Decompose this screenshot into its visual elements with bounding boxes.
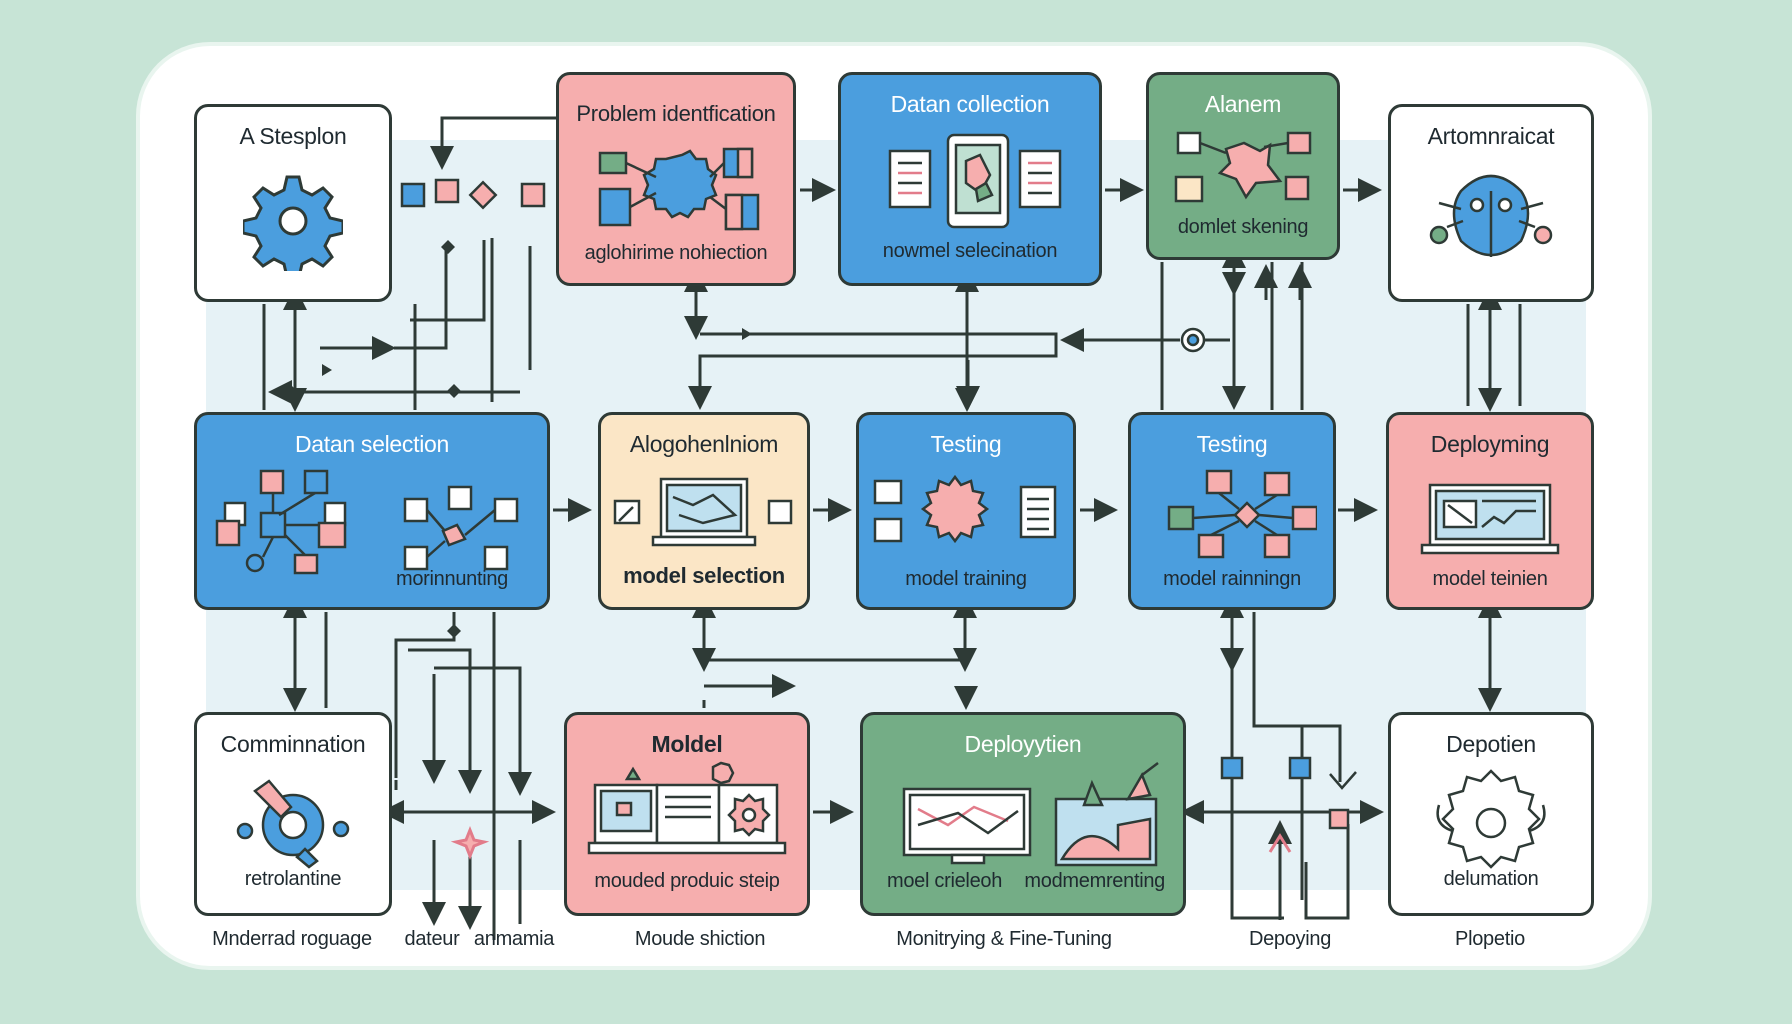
caption-5: Monitrying & Fine-Tuning [896,928,1112,950]
node-subtitle: model teinien [1432,568,1548,590]
monitor-chart-icon [863,759,1183,869]
network-icon [1149,125,1337,215]
marker-diamond-2 [285,386,299,400]
marker-square-blue-2 [1220,756,1244,780]
gear-document-icon [859,471,1073,561]
node-title: Deployytien [964,731,1082,757]
node-subtitle: morinnunting [395,568,509,590]
wire-rb-3 [1304,824,1350,920]
wire-bottom-6 [434,666,532,796]
wire-top-2 [394,246,448,350]
node-comminnation[interactable]: Comminnation retrolantine [194,712,392,916]
node-data-selection[interactable]: Datan selection [194,412,550,610]
node-subtitle-left: moel crieleoh [887,870,1003,892]
caption-1: Mnderrad roguage [212,928,372,950]
document-tablet-icon [841,131,1099,231]
wire-rb-1 [1230,666,1284,920]
caption-3: anmamia [473,928,555,950]
node-subtitle-right: modmemrenting [1024,870,1165,892]
workflow-icon [559,137,793,237]
robot-bug-icon [1391,161,1591,271]
node-subtitle: model training [905,568,1027,590]
node-data-collection[interactable]: Datan collection nowmel selecination [838,72,1102,286]
marker-diamond-3 [447,384,461,398]
node-title: Testing [1196,431,1268,457]
wire-bottom-5 [408,648,482,794]
marker-check [1329,771,1357,790]
node-testing-2[interactable]: Testing model rainningn [1128,412,1336,610]
node-title: Datan collection [890,91,1050,117]
marker-diamond-pink [468,180,498,210]
node-algorithm[interactable]: Alogohenlniom model selection [598,412,810,610]
network-graph-icon [1131,465,1333,565]
node-model[interactable]: Moldel mouded produic steip [564,712,810,916]
marker-diamond-1 [441,240,455,254]
flowchart-icon [215,465,547,575]
toolbox-gear-icon [567,759,807,859]
marker-square-blue [400,182,426,208]
laptop-chart-icon [601,475,807,555]
cog-hands-icon [1391,765,1591,875]
marker-ring-inner [1186,333,1200,347]
marker-diamond-4 [447,624,461,638]
wire-loop-top [430,116,556,170]
marker-flag-pink [1328,808,1350,830]
marker-star-pink [450,825,490,861]
node-title: Deployming [1430,431,1550,457]
marker-square-pink-2 [520,182,546,208]
node-alanem[interactable]: Alanem domlet skening [1146,72,1340,260]
node-testing-1[interactable]: Testing model training [856,412,1076,610]
node-subtitle: model rainningn [1163,568,1301,590]
node-title: Artomnraicat [1427,123,1555,149]
node-title: Comminnation [220,731,366,757]
node-subtitle: delumation [1443,868,1539,890]
marker-triangle-2 [742,328,752,340]
node-subtitle: retrolantine [244,868,342,890]
wire-bus-1 [688,332,1058,410]
wire-bottom-2 [394,612,456,778]
node-title: Moldel [651,731,723,757]
node-subtitle: nowmel selecination [882,240,1058,262]
node-subtitle: domlet skening [1177,216,1309,238]
node-depotien[interactable]: Depotien delumation [1388,712,1594,916]
marker-triangle-1 [322,364,332,376]
node-title: Alanem [1204,91,1282,117]
node-artomnraicat[interactable]: Artomnraicat [1388,104,1594,302]
caption-6: Depoying [1248,928,1332,950]
caption-7: Plopetio [1455,928,1525,950]
marker-square-pink [434,178,460,204]
caption-2: dateur [404,928,460,950]
node-title: Problem identfication [576,101,776,126]
caption-4: Moude shiction [634,928,766,950]
node-subtitle: aglohirime nohiection [584,242,768,264]
node-title: Depotien [1446,731,1536,757]
wrench-gear-icon [197,771,389,871]
node-title: A Stesplon [239,123,347,149]
wire-rb-2 [1252,612,1342,782]
node-title: Testing [930,431,1002,457]
node-title: Datan selection [294,431,450,457]
node-deploying[interactable]: Deployming model teinien [1386,412,1594,610]
node-title: Alogohenlniom [629,431,779,457]
node-problem-identification[interactable]: Problem identfication aglohirime nohiect… [556,72,796,286]
node-subtitle: mouded produic steip [594,870,780,892]
node-start[interactable]: A Stesplon [194,104,392,302]
dashboard-laptop-icon [1389,481,1591,561]
node-subtitle: model selection [623,563,785,588]
node-deployment[interactable]: Deployytien moel crieleoh modmemrenting [860,712,1186,916]
wire-top-1 [410,240,486,322]
gear-icon [197,171,389,271]
marker-square-blue-3 [1288,756,1312,780]
marker-arrow-pink [1268,833,1292,853]
